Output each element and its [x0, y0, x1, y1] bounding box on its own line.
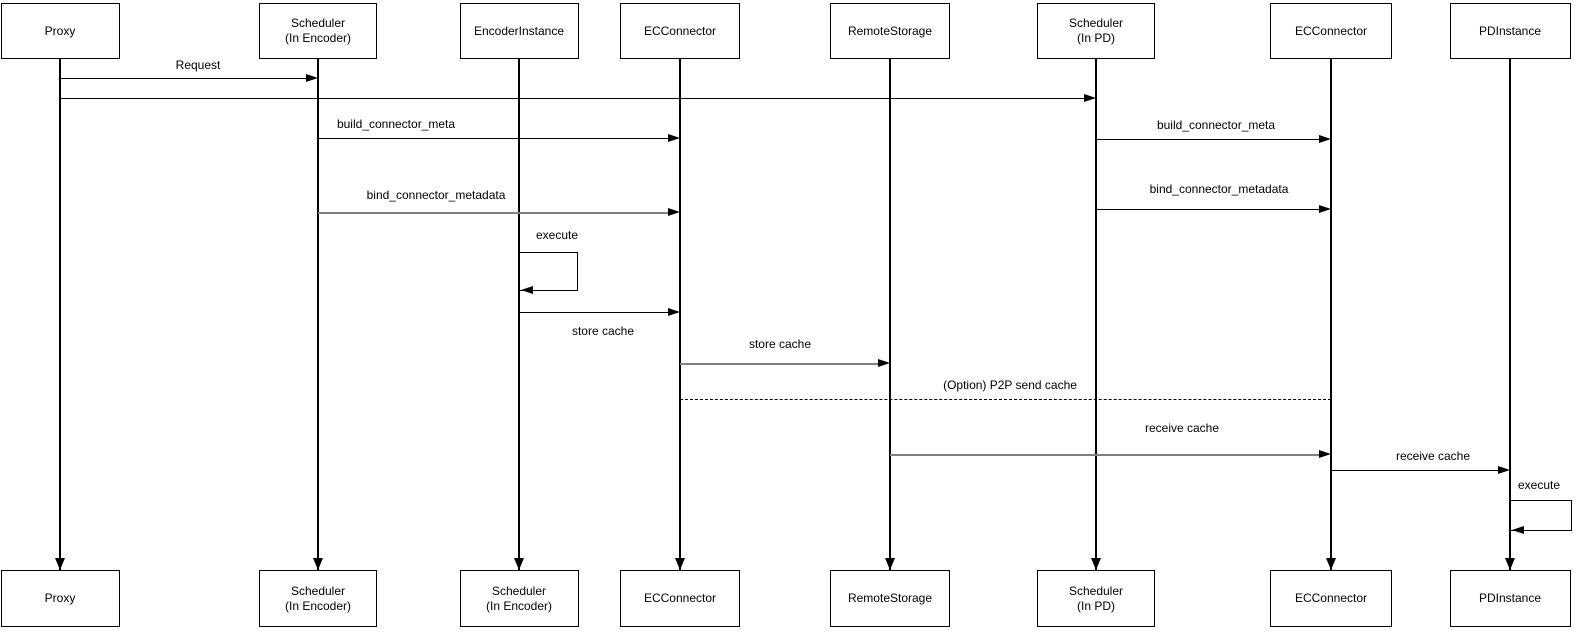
- proxy-lifeline: [59, 59, 61, 570]
- scheduler-in-pd-bottom-box-label: Scheduler: [1068, 583, 1124, 598]
- message-store-cache-7-line: [680, 363, 880, 365]
- self-message-execute-0-arrowhead: [521, 285, 533, 294]
- message-build-connector-meta-3-line: [1096, 139, 1321, 140]
- proxy-bottom-box: Proxy: [0, 570, 120, 627]
- message-unlabeled-1-arrowhead: [1084, 94, 1096, 102]
- remote-storage-top-box-label: RemoteStorage: [847, 23, 933, 38]
- message-build-connector-meta-3-arrowhead: [1319, 135, 1331, 143]
- ec-connector-encoder-top-box-label: ECConnector: [643, 23, 717, 38]
- remote-storage-bottom-box: RemoteStorage: [830, 570, 950, 627]
- ec-connector-encoder-top-box: ECConnector: [620, 3, 740, 59]
- message-store-cache-7-label: store cache: [748, 337, 812, 351]
- message-build-connector-meta-2-line: [318, 138, 670, 139]
- pd-instance-lifeline-arrowhead: [1505, 558, 1515, 570]
- message-store-cache-6-arrowhead: [668, 308, 680, 316]
- ec-connector-encoder-bottom-box: ECConnector: [620, 570, 740, 627]
- message-store-cache-7-arrowhead: [878, 359, 890, 367]
- proxy-bottom-box-label: Proxy: [44, 591, 76, 605]
- message-bind-connector-metadata-5-arrowhead: [1319, 205, 1331, 213]
- message-option-p2p-send-cache-8-line: [680, 399, 1331, 400]
- message-build-connector-meta-2-arrowhead: [668, 134, 680, 142]
- scheduler-in-encoder-top-box: Scheduler(In Encoder): [259, 3, 377, 59]
- encoder-instance-lifeline-arrowhead: [514, 558, 524, 570]
- scheduler-in-pd-top-box-label: Scheduler: [1068, 16, 1124, 30]
- scheduler-in-encoder-lifeline-arrowhead: [313, 558, 323, 570]
- proxy-top-box-label: Proxy: [44, 23, 76, 38]
- scheduler-in-encoder-bottom-box-label: Scheduler: [290, 583, 346, 598]
- scheduler-in-encoder-top-box-label: (In Encoder): [284, 31, 352, 45]
- self-message-execute-1-loop: [1510, 500, 1572, 531]
- ec-connector-encoder-bottom-box-label: ECConnector: [643, 591, 717, 605]
- scheduler-in-encoder-top-box-label: Scheduler: [290, 16, 346, 30]
- remote-storage-lifeline: [889, 59, 891, 570]
- ec-connector-pd-lifeline-arrowhead: [1326, 558, 1336, 570]
- message-bind-connector-metadata-5-label: bind_connector_metadata: [1149, 182, 1289, 196]
- encoder-instance-bottom-box-label: (In Encoder): [485, 598, 553, 613]
- scheduler-in-pd-lifeline: [1095, 59, 1097, 570]
- scheduler-in-pd-bottom-box: Scheduler(In PD): [1037, 570, 1155, 627]
- self-message-execute-0-label: execute: [535, 228, 579, 242]
- message-bind-connector-metadata-5-line: [1096, 209, 1321, 210]
- remote-storage-bottom-box-label: RemoteStorage: [847, 591, 933, 605]
- scheduler-in-pd-lifeline-arrowhead: [1091, 558, 1101, 570]
- encoder-instance-bottom-box-label: Scheduler: [491, 583, 547, 598]
- proxy-lifeline-arrowhead: [55, 558, 65, 570]
- message-receive-cache-9-line: [890, 454, 1321, 456]
- encoder-instance-bottom-box: Scheduler(In Encoder): [459, 570, 579, 627]
- encoder-instance-top-box-label: EncoderInstance: [473, 23, 565, 38]
- message-bind-connector-metadata-4-line: [318, 212, 670, 214]
- message-request-0-label: Request: [175, 58, 221, 72]
- message-bind-connector-metadata-4-label: bind_connector_metadata: [366, 188, 506, 202]
- message-build-connector-meta-3-label: build_connector_meta: [1156, 118, 1276, 132]
- ec-connector-pd-bottom-box: ECConnector: [1270, 570, 1392, 627]
- ec-connector-pd-lifeline: [1330, 59, 1332, 570]
- message-receive-cache-9-arrowhead: [1319, 450, 1331, 458]
- message-receive-cache-10-line: [1331, 470, 1500, 471]
- pd-instance-lifeline: [1509, 59, 1511, 570]
- remote-storage-top-box: RemoteStorage: [830, 3, 950, 59]
- message-store-cache-6-line: [519, 312, 670, 313]
- ec-connector-pd-bottom-box-label: ECConnector: [1294, 591, 1368, 605]
- message-bind-connector-metadata-4-arrowhead: [668, 208, 680, 216]
- scheduler-in-encoder-bottom-box: Scheduler(In Encoder): [259, 570, 377, 627]
- message-store-cache-6-label: store cache: [571, 324, 635, 338]
- scheduler-in-encoder-lifeline: [317, 59, 319, 570]
- pd-instance-top-box: PDInstance: [1449, 3, 1571, 59]
- encoder-instance-lifeline: [518, 59, 520, 570]
- ec-connector-encoder-lifeline-arrowhead: [675, 558, 685, 570]
- message-receive-cache-9-label: receive cache: [1144, 421, 1220, 435]
- pd-instance-bottom-box-label: PDInstance: [1478, 591, 1542, 605]
- self-message-execute-1-label: execute: [1517, 478, 1561, 492]
- ec-connector-pd-top-box: ECConnector: [1270, 3, 1392, 59]
- ec-connector-pd-top-box-label: ECConnector: [1294, 23, 1368, 38]
- scheduler-in-pd-top-box: Scheduler(In PD): [1037, 3, 1155, 59]
- message-receive-cache-10-arrowhead: [1498, 466, 1510, 474]
- message-request-0-arrowhead: [306, 74, 318, 82]
- scheduler-in-pd-bottom-box-label: (In PD): [1076, 598, 1115, 613]
- message-unlabeled-1-line: [60, 98, 1086, 99]
- pd-instance-bottom-box: PDInstance: [1449, 570, 1571, 627]
- self-message-execute-0-loop: [519, 252, 578, 291]
- message-receive-cache-10-label: receive cache: [1395, 449, 1471, 463]
- message-build-connector-meta-2-label: build_connector_meta: [336, 117, 456, 131]
- self-message-execute-1-arrowhead: [1512, 525, 1524, 534]
- encoder-instance-top-box: EncoderInstance: [459, 3, 579, 59]
- remote-storage-lifeline-arrowhead: [885, 558, 895, 570]
- scheduler-in-encoder-bottom-box-label: (In Encoder): [284, 598, 352, 613]
- proxy-top-box: Proxy: [0, 3, 120, 59]
- message-option-p2p-send-cache-8-label: (Option) P2P send cache: [943, 378, 1077, 392]
- pd-instance-top-box-label: PDInstance: [1478, 23, 1542, 38]
- ec-connector-encoder-lifeline: [679, 59, 681, 570]
- message-request-0-line: [60, 78, 308, 79]
- scheduler-in-pd-top-box-label: (In PD): [1076, 31, 1115, 45]
